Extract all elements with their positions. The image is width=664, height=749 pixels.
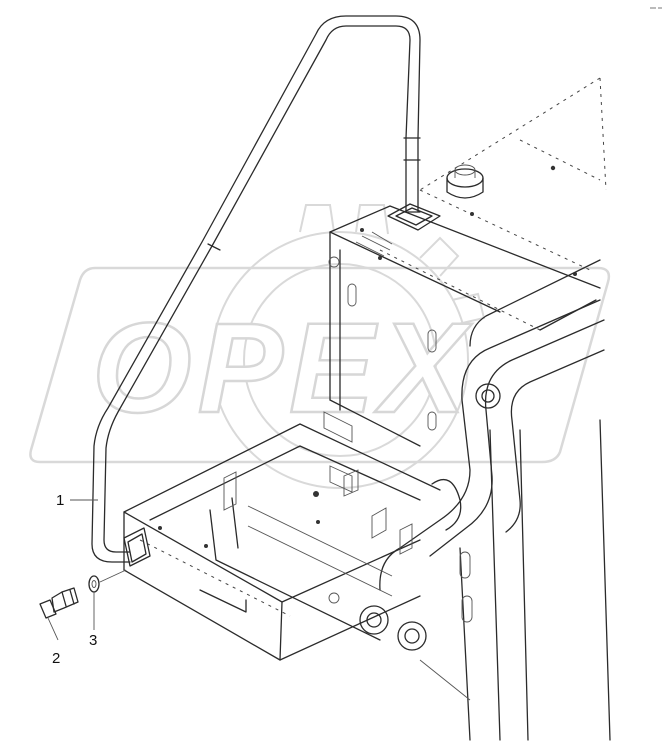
boom-bracket xyxy=(359,259,611,741)
machine-frame xyxy=(123,77,611,741)
watermark-logo: OPEX xyxy=(29,204,611,489)
callout-3-label: 3 xyxy=(89,632,97,649)
watermark-text: OPEX xyxy=(92,297,472,440)
handrail-base-bracket xyxy=(123,527,151,567)
washer-part xyxy=(88,569,127,630)
lower-box xyxy=(123,423,441,661)
callout-2-label: 2 xyxy=(52,650,60,667)
filler-cap xyxy=(446,164,484,199)
bolt-part xyxy=(39,587,79,641)
bolt-hole xyxy=(470,212,474,216)
watermark-banner xyxy=(29,266,611,464)
mount-plate xyxy=(387,203,441,231)
callout-1-label: 1 xyxy=(56,492,64,509)
bolt-hole xyxy=(550,165,556,171)
handrail xyxy=(91,15,421,567)
